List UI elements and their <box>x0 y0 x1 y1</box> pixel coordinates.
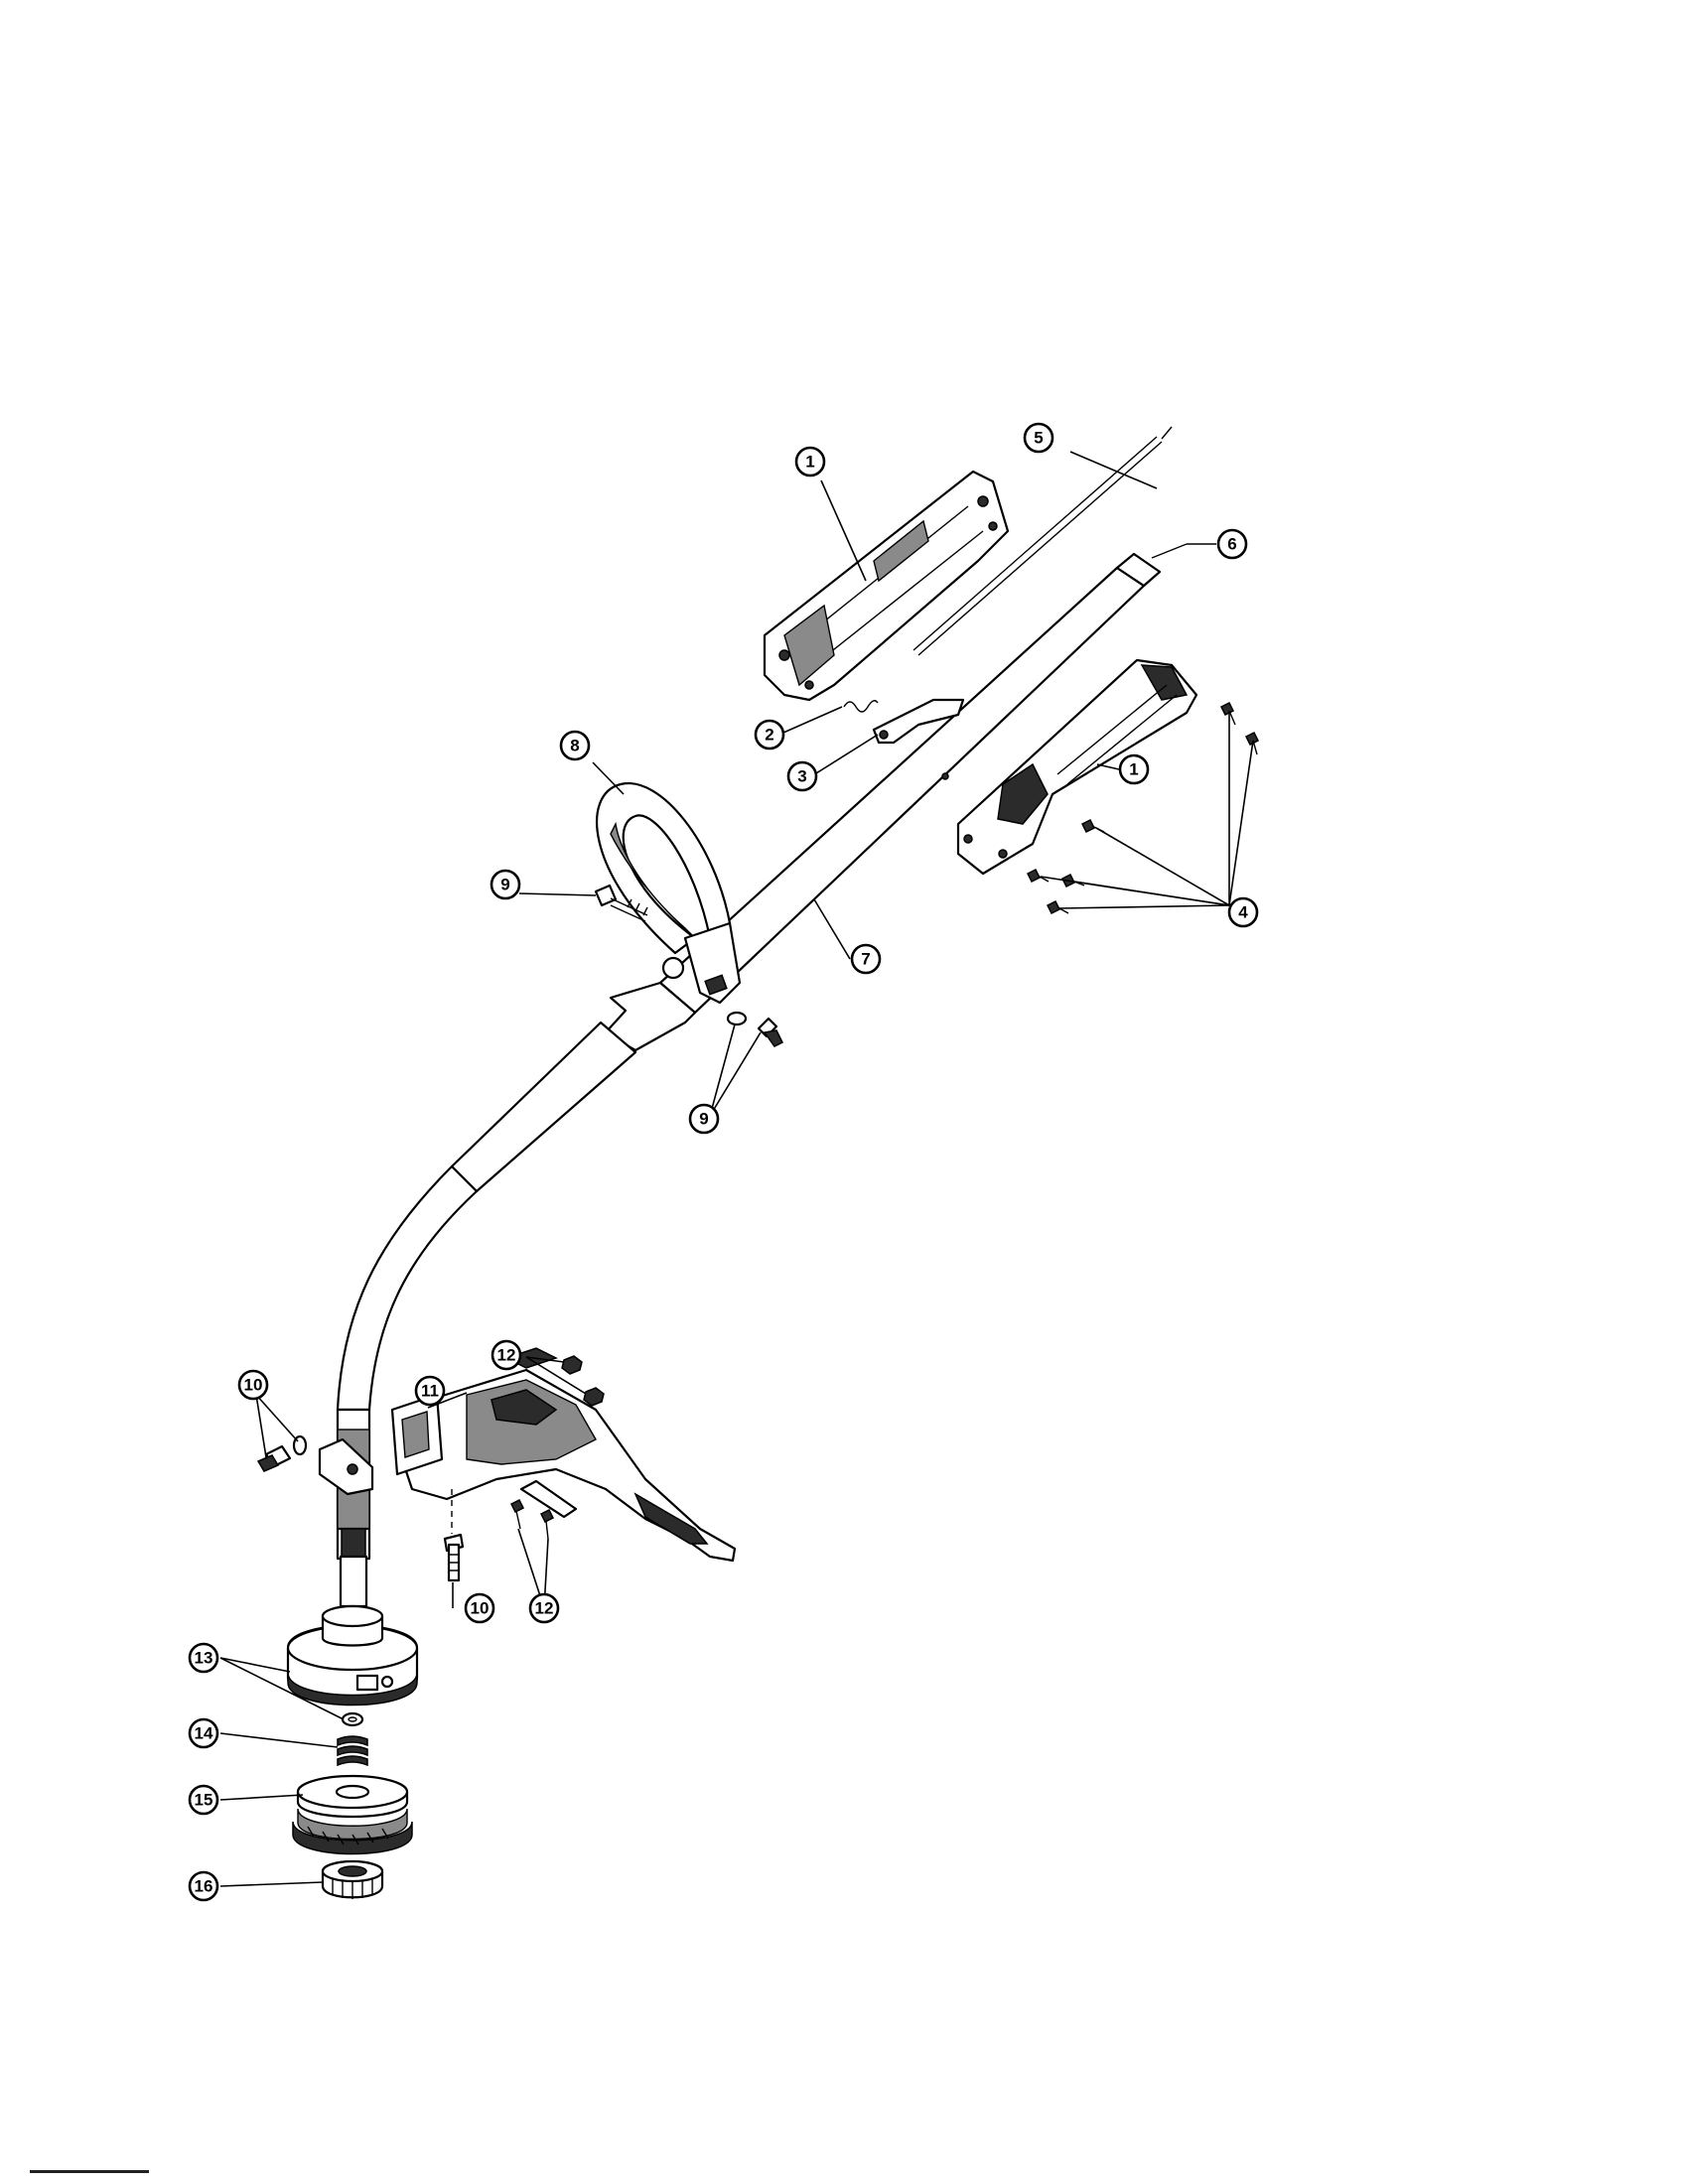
handle-bolt <box>594 884 648 922</box>
svg-text:1: 1 <box>805 453 814 472</box>
svg-text:13: 13 <box>195 1649 213 1668</box>
callout-6-tube-end: 6 <box>1216 528 1248 560</box>
callout-11-guard: 11 <box>414 1375 446 1407</box>
callout-9-wing-nut: 9 <box>688 1103 720 1135</box>
spring <box>843 700 879 713</box>
callout-12-bracket: 12 <box>528 1592 560 1624</box>
guard-nuts <box>561 1355 605 1407</box>
svg-text:12: 12 <box>497 1346 516 1365</box>
bump-knob <box>321 1859 384 1899</box>
handle-half-lower <box>956 658 1198 876</box>
callout-9-bolt: 9 <box>490 869 521 900</box>
debris-guard <box>390 1347 737 1563</box>
svg-text:7: 7 <box>861 950 870 969</box>
guard-bolt <box>443 1489 465 1582</box>
callout-12-nuts: 12 <box>491 1339 522 1371</box>
guard-bracket-screws <box>509 1479 578 1540</box>
callout-3-trigger: 3 <box>786 760 818 792</box>
svg-text:6: 6 <box>1227 535 1236 554</box>
svg-text:1: 1 <box>1129 760 1138 779</box>
callout-10-clamp: 10 <box>237 1369 269 1401</box>
svg-text:5: 5 <box>1034 429 1043 448</box>
spool-spring <box>337 1735 368 1767</box>
svg-text:4: 4 <box>1238 903 1248 922</box>
svg-text:10: 10 <box>471 1599 490 1618</box>
svg-text:12: 12 <box>535 1599 554 1618</box>
callout-10-guard-bolt: 10 <box>464 1592 495 1624</box>
handle-half-upper <box>763 470 1010 702</box>
svg-text:2: 2 <box>765 726 773 745</box>
svg-text:16: 16 <box>195 1877 213 1896</box>
callout-16-knob: 16 <box>188 1870 219 1902</box>
washer-wing-nut <box>726 1011 784 1047</box>
callout-14-spring: 14 <box>188 1717 219 1749</box>
callout-1-upper-handle: 1 <box>794 446 826 478</box>
callout-4-screws: 4 <box>1227 896 1259 928</box>
svg-text:11: 11 <box>421 1382 439 1401</box>
handle-screws <box>1026 701 1260 915</box>
trimmer-spool <box>292 1774 413 1855</box>
svg-text:10: 10 <box>244 1376 263 1395</box>
shaft-clamp-wing-nut <box>256 1434 374 1496</box>
spool-housing <box>286 1604 419 1706</box>
svg-text:8: 8 <box>570 737 579 755</box>
trigger <box>872 698 965 745</box>
footer-rule <box>30 2170 149 2173</box>
spool-washer <box>341 1711 364 1727</box>
svg-text:9: 9 <box>699 1110 708 1129</box>
callout-15-spool: 15 <box>188 1784 219 1816</box>
callout-8-assist-handle: 8 <box>559 730 591 761</box>
callout-1-lower-handle: 1 <box>1118 753 1150 785</box>
svg-text:9: 9 <box>500 876 509 894</box>
throttle-cable <box>912 426 1173 656</box>
callout-5-cable: 5 <box>1023 422 1054 454</box>
assist-handle <box>595 781 742 1005</box>
callout-2-spring: 2 <box>754 719 785 751</box>
svg-text:3: 3 <box>797 767 806 786</box>
callout-13-housing: 13 <box>188 1642 219 1674</box>
callout-7-shaft: 7 <box>850 943 882 975</box>
svg-text:14: 14 <box>195 1724 213 1743</box>
svg-text:15: 15 <box>195 1791 213 1810</box>
